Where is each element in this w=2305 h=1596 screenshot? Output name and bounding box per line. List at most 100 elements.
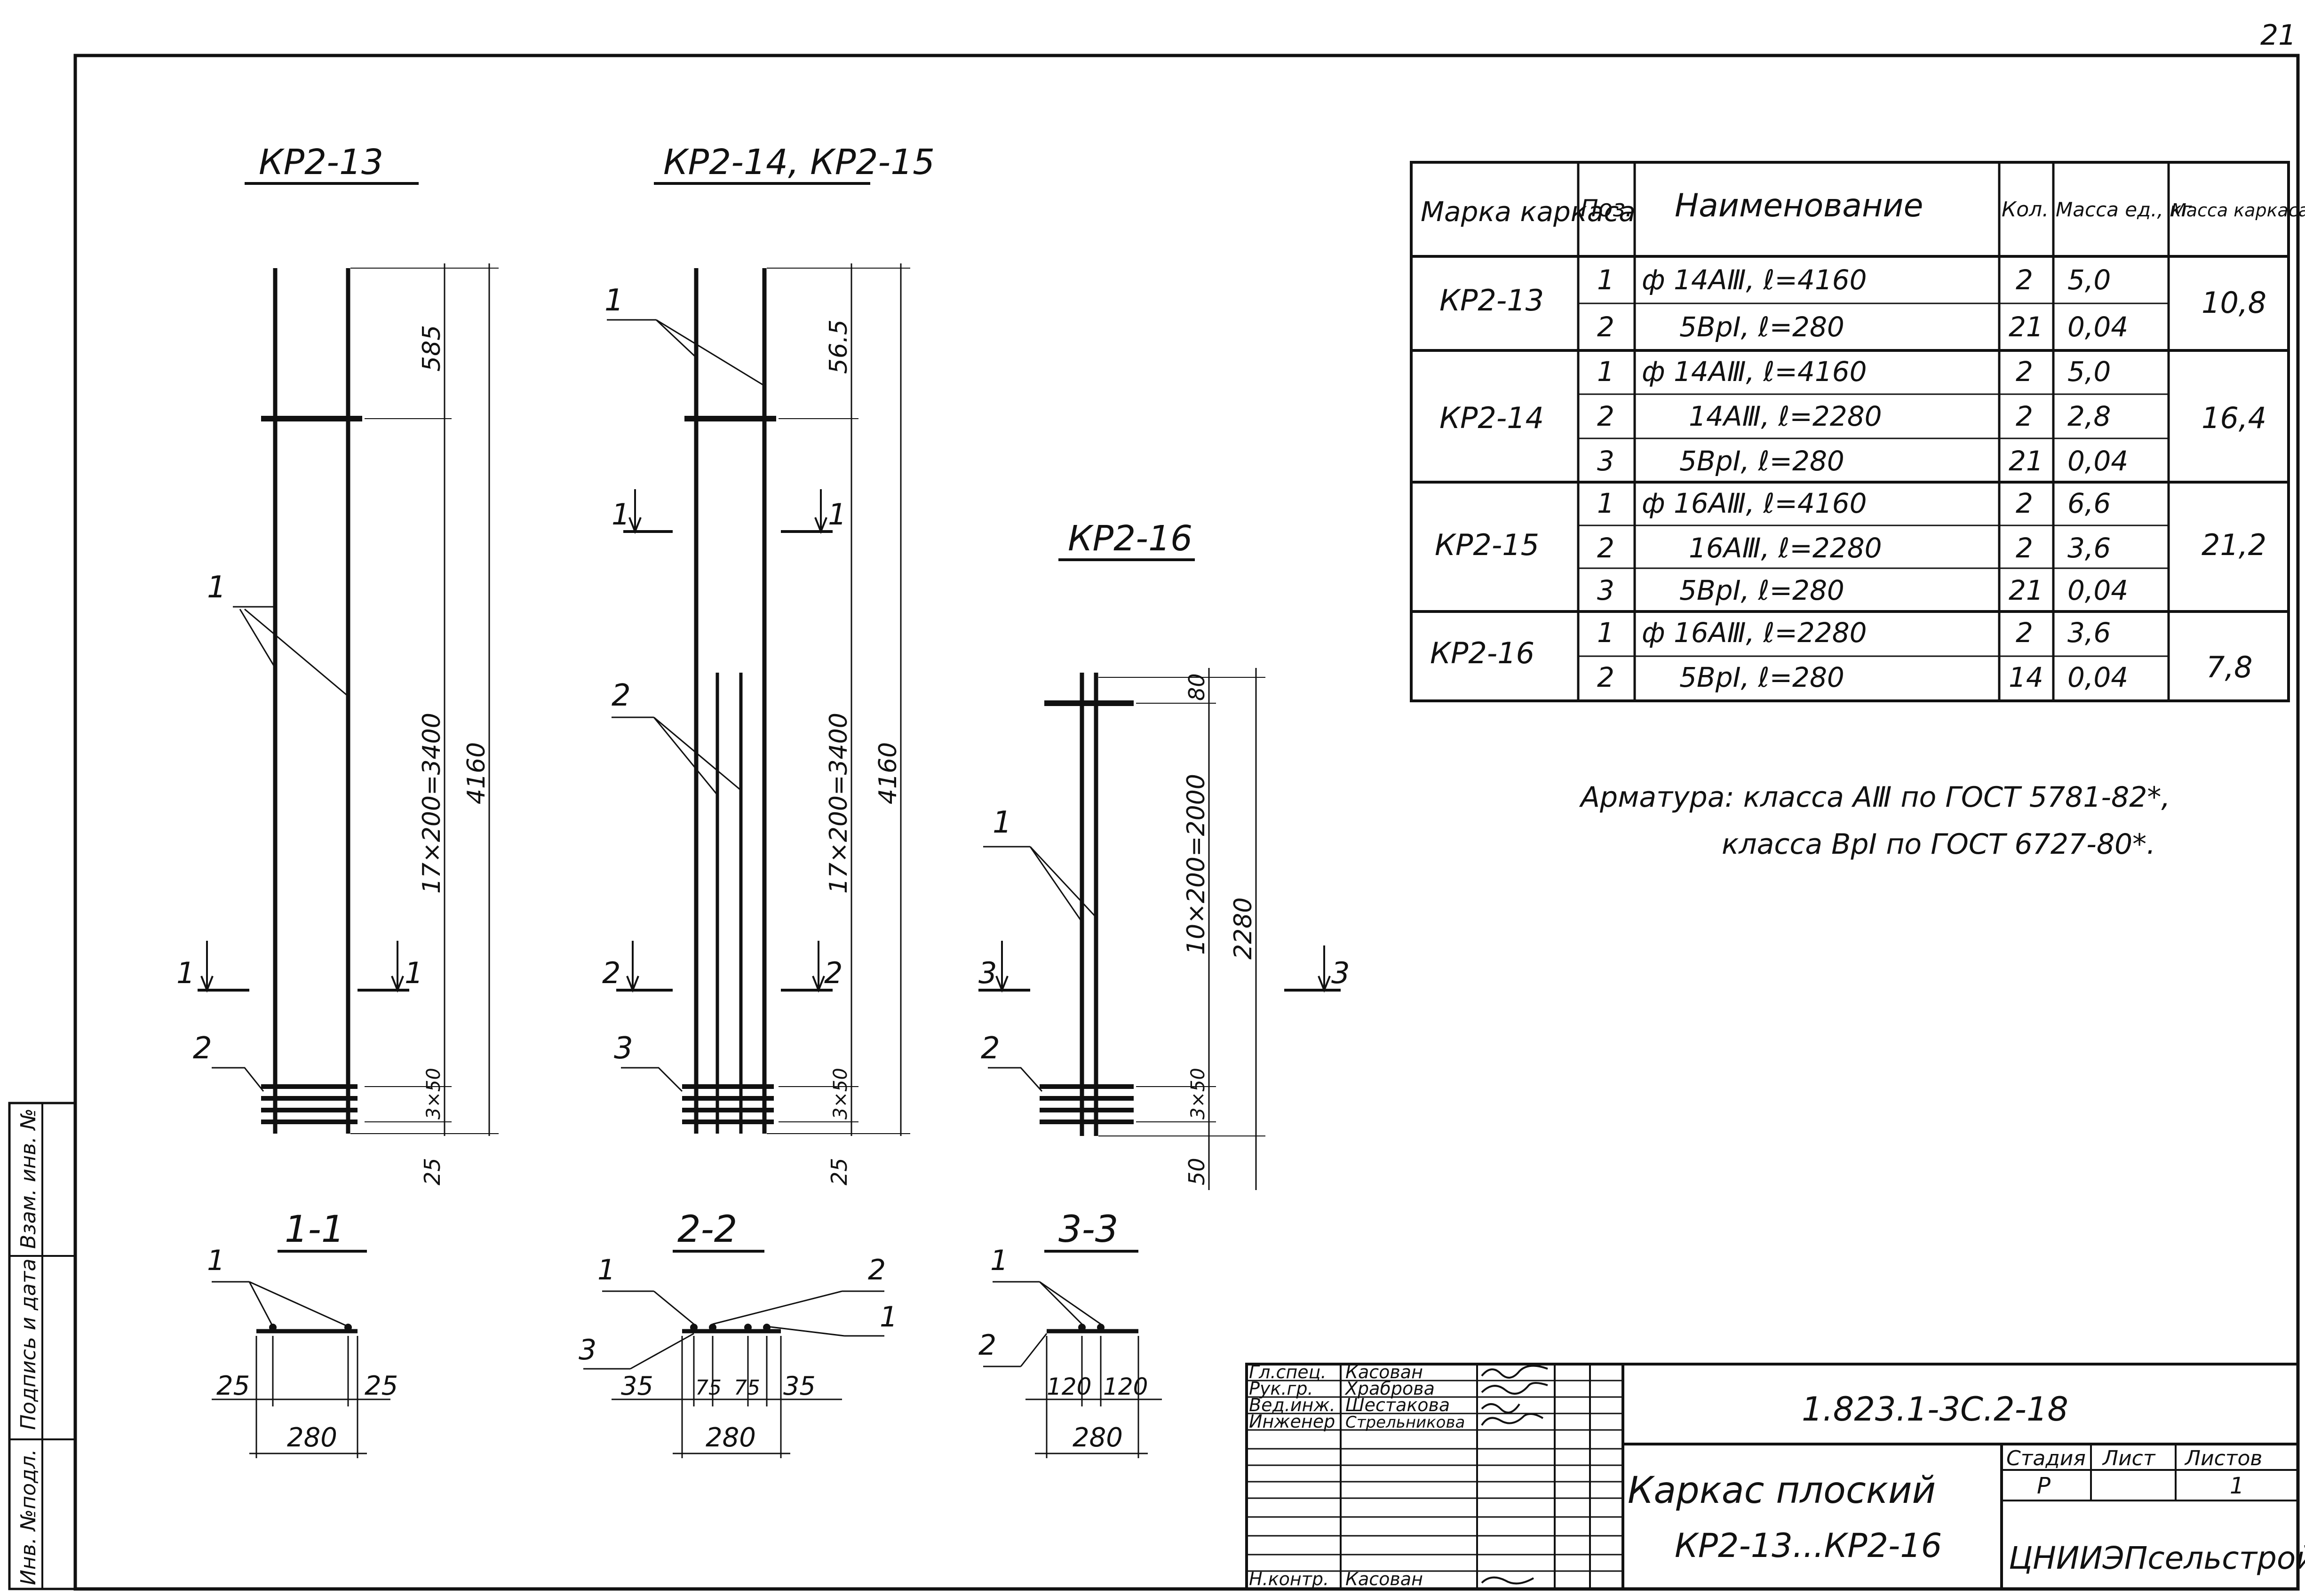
qty-cell: 2 xyxy=(2016,400,2033,432)
name-cell: ф 14АⅢ, ℓ=4160 xyxy=(1642,264,1867,296)
total-mass-cell: 7,8 xyxy=(2206,650,2253,684)
name-cell: ф 14АⅢ, ℓ=4160 xyxy=(1642,356,1867,388)
qty-cell: 2 xyxy=(2016,617,2033,649)
dim-top: 80 xyxy=(1184,673,1209,701)
document-title-line1: Каркас плоский xyxy=(1628,1469,1936,1512)
mark-cell: КР2-16 xyxy=(1430,636,1534,670)
document-code: 1.823.1-3С.2-18 xyxy=(1802,1390,2068,1429)
pos-cell: 1 xyxy=(1597,264,1614,296)
section-marker: 1 xyxy=(781,489,846,534)
mass-cell: 5,0 xyxy=(2067,264,2111,296)
total-mass-cell: 10,8 xyxy=(2202,286,2266,320)
title-block: Гл.спец. Касован Рук.гр. Храброва Вед.ин… xyxy=(1245,1362,2305,1590)
dim-total: 4160 xyxy=(874,742,902,804)
svg-text:1: 1 xyxy=(828,497,846,532)
header-pos: Поз. xyxy=(1581,195,1633,222)
side-stamp: Инв. №подл. Подпись и дата Взам. инв. № xyxy=(8,1102,77,1590)
signature xyxy=(1481,1576,1534,1585)
view-kr2-14-kr2-15: КР2-14, КР2-15 56.5 17×200=3400 4160 3×5… xyxy=(602,142,935,1185)
section-marker: 2 xyxy=(602,941,673,993)
stamp-inv-number: Инв. №подл. xyxy=(16,1449,40,1585)
svg-text:2: 2 xyxy=(868,1254,886,1286)
mass-cell: 2,8 xyxy=(2067,400,2111,432)
name-cell: 5ВрI, ℓ=280 xyxy=(1679,445,1844,477)
svg-text:3: 3 xyxy=(978,956,997,990)
name-cell: 14АⅢ, ℓ=2280 xyxy=(1689,400,1882,432)
total-mass-cell: 21,2 xyxy=(2202,528,2266,562)
stamp-replaced-inv: Взам. инв. № xyxy=(16,1108,40,1249)
dim-top: 56.5 xyxy=(825,319,853,374)
dim-width: 280 xyxy=(706,1422,756,1453)
dim-width: 280 xyxy=(287,1422,337,1453)
qty-cell: 2 xyxy=(2016,532,2033,564)
section-3-3: 3-3 1 2 120 120 280 xyxy=(978,1208,1162,1458)
mark-cell: КР2-13 xyxy=(1439,283,1544,318)
section-marker: 1 xyxy=(176,941,249,993)
section-marker: 2 xyxy=(781,941,843,993)
person-name: Стрельникова xyxy=(1345,1413,1465,1432)
svg-text:1: 1 xyxy=(612,497,630,532)
dim-right: 25 xyxy=(365,1371,398,1401)
pos-cell: 3 xyxy=(1597,445,1614,477)
pos-cell: 2 xyxy=(1597,311,1614,343)
svg-text:2: 2 xyxy=(602,956,620,990)
role-label: Инженер xyxy=(1249,1411,1335,1432)
dim-stirrup-spacing: 3×50 xyxy=(830,1068,851,1120)
name-cell: ф 16АⅢ, ℓ=4160 xyxy=(1642,487,1867,519)
mass-cell: 3,6 xyxy=(2067,532,2111,564)
name-cell: 5ВрI, ℓ=280 xyxy=(1679,574,1844,606)
pos-cell: 2 xyxy=(1597,532,1614,564)
header-unit-mass: Масса ед., кг xyxy=(2056,198,2193,221)
qty-cell: 21 xyxy=(2009,311,2043,343)
section-title: 3-3 xyxy=(1058,1208,1118,1251)
position-label: 3 xyxy=(614,1031,633,1066)
mass-cell: 3,6 xyxy=(2067,617,2111,649)
header-qty: Кол. xyxy=(2002,198,2049,222)
dim-top: 585 xyxy=(418,325,446,372)
sheet-header: Лист xyxy=(2102,1446,2156,1470)
section-marker: 3 xyxy=(1284,945,1350,993)
name-cell: 5ВрI, ℓ=280 xyxy=(1679,661,1844,693)
svg-text:1: 1 xyxy=(176,956,195,990)
note-line-1: Арматура: класса АⅢ по ГОСТ 5781-82*, xyxy=(1579,781,2170,814)
pos-cell: 1 xyxy=(1597,356,1614,388)
svg-text:2: 2 xyxy=(978,1329,996,1362)
header-name: Наименование xyxy=(1675,187,1923,224)
role-label: Н.контр. xyxy=(1249,1569,1329,1589)
svg-text:1: 1 xyxy=(597,1254,615,1286)
stamp-signature-date: Подпись и дата xyxy=(16,1259,40,1430)
view-kr2-16: КР2-16 80 10×200=2000 2280 3×50 50 1 2 xyxy=(978,518,1350,1190)
qty-cell: 21 xyxy=(2009,574,2043,606)
svg-text:1: 1 xyxy=(405,956,423,990)
sheets-value: 1 xyxy=(2230,1473,2244,1499)
role-label: Гл.спец. xyxy=(1249,1362,1327,1382)
view-title: КР2-14, КР2-15 xyxy=(663,142,935,183)
dim-spacing: 10×200=2000 xyxy=(1182,774,1210,955)
person-name: Касован xyxy=(1345,1569,1423,1589)
section-marker: 1 xyxy=(612,489,673,534)
section-1-1: 1-1 1 25 25 280 xyxy=(207,1208,398,1458)
person-name: Храброва xyxy=(1344,1378,1435,1399)
mass-cell: 0,04 xyxy=(2067,445,2128,477)
dim-bottom: 25 xyxy=(827,1158,852,1185)
stage-value: Р xyxy=(2037,1473,2051,1499)
person-name: Шестакова xyxy=(1345,1395,1450,1415)
mark-cell: КР2-15 xyxy=(1435,528,1539,562)
position-label: 2 xyxy=(193,1031,212,1066)
qty-cell: 2 xyxy=(2016,487,2033,519)
dim-stirrup-spacing: 3×50 xyxy=(423,1068,445,1120)
sheets-header: Листов xyxy=(2184,1446,2262,1470)
mass-cell: 0,04 xyxy=(2067,574,2128,606)
dim-c: 75 xyxy=(734,1376,760,1400)
name-cell: ф 16АⅢ, ℓ=2280 xyxy=(1642,617,1867,649)
spec-table: Марка каркаса Поз. Наименование Кол. Мас… xyxy=(1410,161,2305,702)
signature xyxy=(1481,1382,1548,1395)
section-marker: 3 xyxy=(978,941,1030,993)
note-line-2: класса ВрI по ГОСТ 6727-80*. xyxy=(1722,828,2155,861)
position-label: 2 xyxy=(612,678,631,713)
svg-text:1: 1 xyxy=(990,1244,1008,1277)
drawing-frame xyxy=(73,54,2300,1591)
dim-stirrup-spacing: 3×50 xyxy=(1187,1068,1209,1120)
position-label: 1 xyxy=(993,805,1012,840)
header-mark: Марка каркаса xyxy=(1421,196,1636,228)
